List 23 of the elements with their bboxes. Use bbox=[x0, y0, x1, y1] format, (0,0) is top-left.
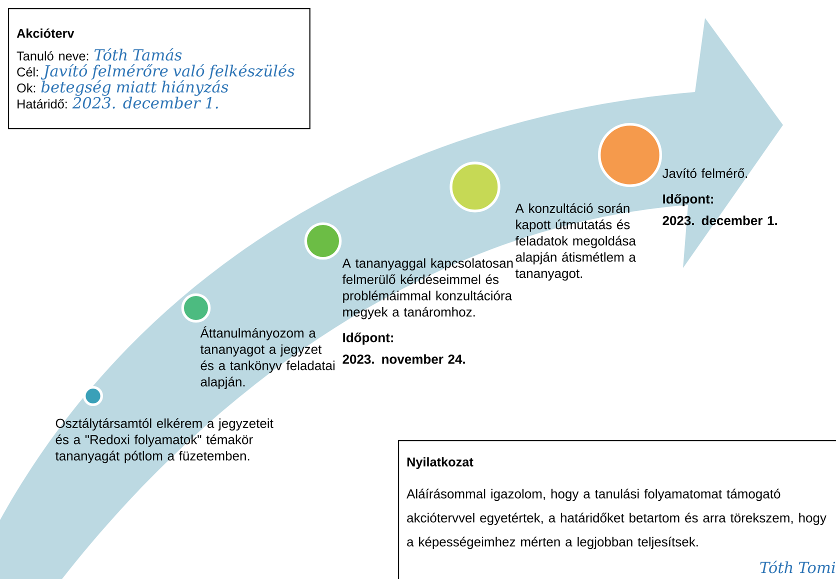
signature: Tóth Tomi bbox=[760, 560, 836, 574]
handwritten-entry: Tóth Tamás bbox=[94, 48, 182, 61]
action-plan-box bbox=[8, 8, 310, 130]
field-label: Cél: bbox=[17, 67, 38, 77]
declaration-box bbox=[398, 440, 836, 579]
date-text: 2023. november 24. bbox=[342, 354, 465, 364]
field-label: Tanuló neve: bbox=[16, 51, 88, 61]
step-text: Javító felmérő. bbox=[662, 168, 748, 178]
date-text: Időpont: bbox=[343, 332, 393, 345]
step-text: A tananyaggal kapcsolatosan felmerülő kérdéseimmel és problémáimmal konzultációra megyek a tanáromhoz. bbox=[342, 258, 513, 320]
heading: Akcióterv bbox=[16, 28, 74, 38]
handwritten-entry: 2023. december 1. bbox=[72, 96, 218, 109]
date-text: Időpont: bbox=[663, 194, 713, 206]
heading: Nyilatkozat bbox=[407, 457, 474, 469]
step-text: Osztálytársamtól elkérem a jegyzeteit és a "Redoxi folyamatok" témakör tananyagát pótlom a füzetemben. bbox=[55, 418, 274, 464]
step-text: A konzultáció során kapott útmutatás és feladatok megoldása alapján átismétlem a tananyagot. bbox=[515, 203, 636, 281]
statement-text: Aláírásommal igazolom, hogy a tanulási folyamatomat támogató akciótervvel egyetértek, a határidőket betartom és arra törekszem, hogy a képességeimhez mérten a legjobban teljesítsek. bbox=[406, 488, 826, 550]
field-label: Határidő: bbox=[18, 99, 67, 109]
date-text: 2023. december 1. bbox=[662, 216, 777, 226]
step-text: Áttanulmányozom a tananyagot a jegyzet és a tankönyv feladatai alapján. bbox=[200, 326, 334, 390]
handwritten-entry: betegség miatt hiányzás bbox=[41, 80, 228, 96]
handwritten-entry: Javító felmérőre való felkészülés bbox=[40, 64, 294, 80]
field-label: Ok: bbox=[17, 83, 36, 93]
